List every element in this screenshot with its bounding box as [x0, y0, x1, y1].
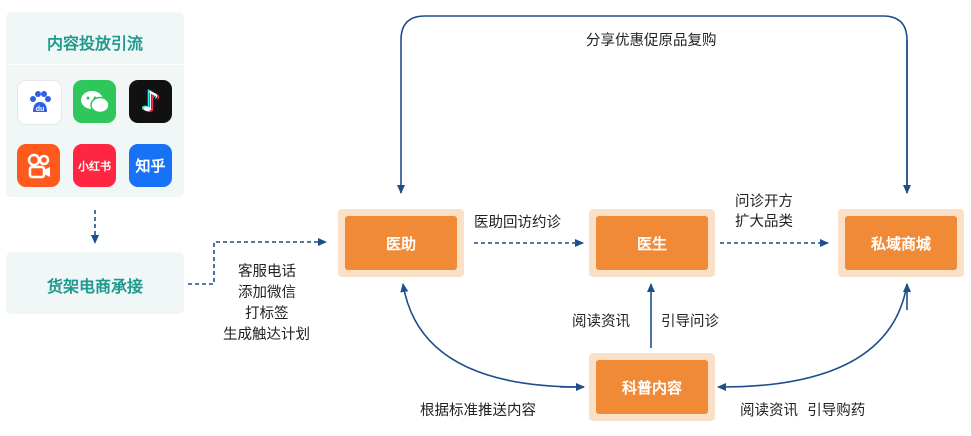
content-node: 科普内容: [589, 353, 715, 421]
content-doctor-read-label: 阅读资讯: [572, 314, 630, 330]
shelf-title: 货架电商承接: [46, 277, 143, 296]
assistant-doctor-label: 医助回访约诊: [474, 215, 561, 231]
xiaohongshu-icon: 小红书: [73, 144, 116, 187]
arrow-top-loop: [397, 15, 908, 194]
assistant-node-label: 医助: [345, 216, 457, 270]
shelf-assistant-label-4: 生成触达计划: [223, 327, 310, 343]
assistant-node: 医助: [338, 209, 464, 277]
doctor-mall-label-1: 问诊开方: [735, 194, 793, 210]
shelf-ecommerce-panel: 货架电商承接: [6, 252, 184, 314]
mall-node: 私域商城: [838, 209, 964, 277]
content-doctor-guide-label: 引导问诊: [661, 314, 719, 330]
arrow-content-to-assistant: [400, 283, 585, 388]
doctor-node-label: 医生: [596, 216, 708, 270]
doctor-node: 医生: [589, 209, 715, 277]
doctor-mall-label-2: 扩大品类: [735, 214, 793, 230]
kuaishou-icon: [17, 144, 60, 187]
push-content-label: 根据标准推送内容: [420, 403, 536, 419]
traffic-channels-panel: 内容投放引流 du ♪ 小红书 知乎: [6, 12, 184, 197]
wechat-icon: [73, 80, 116, 123]
shelf-assistant-label-2: 添加微信: [238, 285, 296, 301]
mall-bottom-label: 阅读资讯 引导购药: [740, 403, 866, 419]
shelf-assistant-label-3: 打标签: [245, 306, 289, 322]
zhihu-icon: 知乎: [129, 144, 172, 187]
arrow-mall-to-content: [717, 283, 908, 392]
douyin-icon: ♪: [129, 80, 172, 123]
top-loop-label: 分享优惠促原品复购: [586, 33, 717, 49]
svg-text:du: du: [35, 106, 44, 113]
baidu-icon: du: [17, 80, 62, 125]
content-node-label: 科普内容: [596, 360, 708, 414]
shelf-assistant-label-1: 客服电话: [238, 264, 296, 280]
panel-title: 内容投放引流: [46, 34, 143, 53]
mall-node-label: 私域商城: [845, 216, 957, 270]
